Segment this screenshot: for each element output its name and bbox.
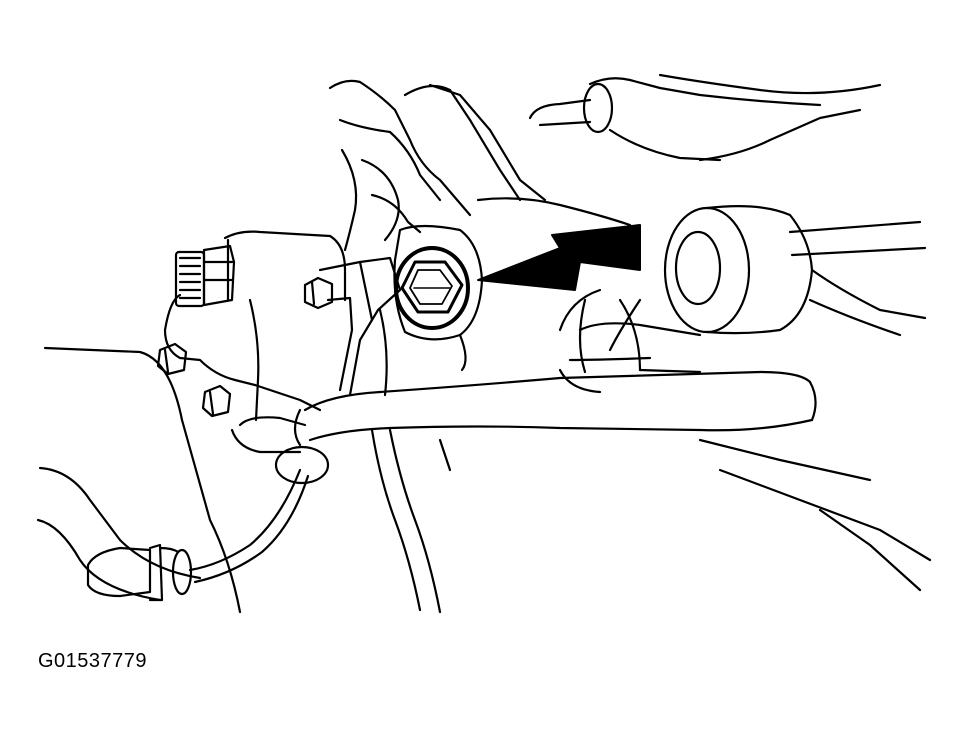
lower-links — [558, 288, 932, 592]
valve-body-bolts — [156, 276, 334, 418]
drain-plug-bolt — [394, 246, 470, 330]
sensor-wire — [86, 468, 310, 602]
control-arm-bushing — [663, 205, 927, 337]
indicator-arrow — [477, 224, 641, 291]
valve-body — [163, 230, 347, 454]
upper-mount — [528, 73, 882, 162]
engine-bracket — [328, 79, 632, 252]
transmission-housing — [36, 346, 242, 614]
stabilizer-bar — [274, 370, 817, 485]
plug-boss — [393, 224, 484, 372]
support-strap — [318, 256, 452, 614]
lower-right-bracket — [558, 298, 642, 394]
figure-id-label: G01537779 — [38, 650, 148, 672]
